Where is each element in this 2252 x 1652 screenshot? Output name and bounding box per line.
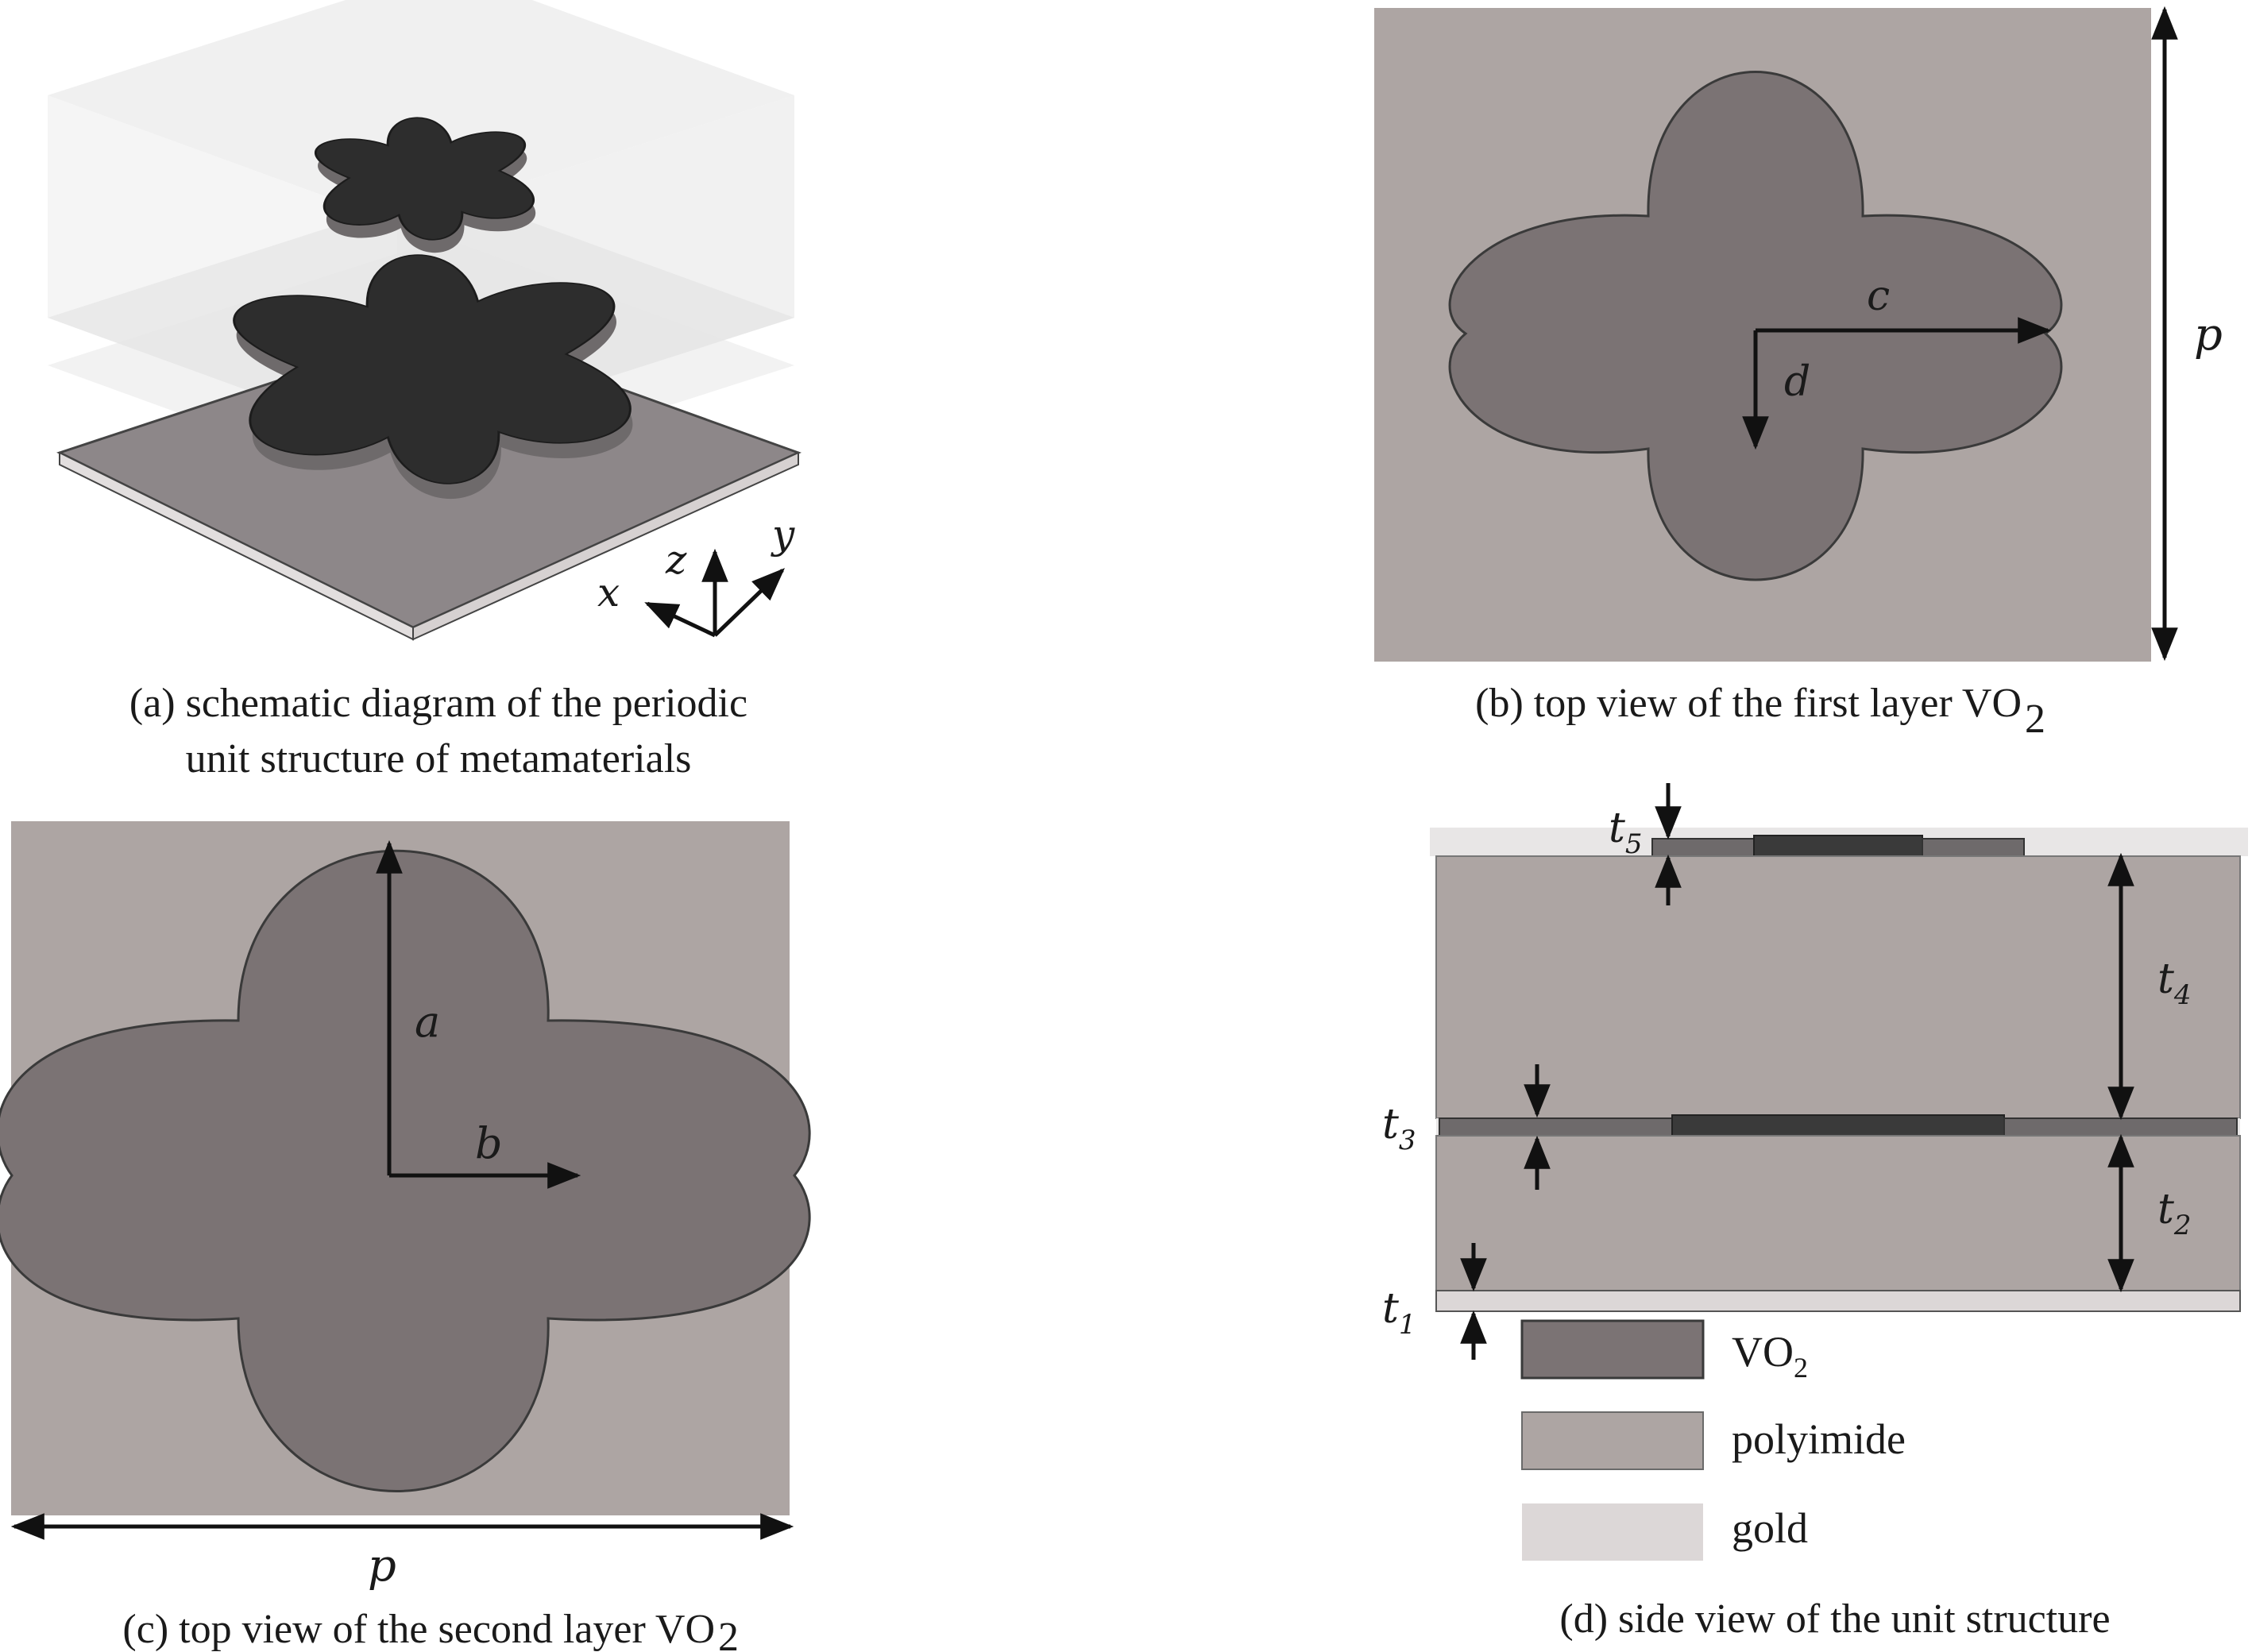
vo2-cross-c [0,849,811,1492]
vo2-mid-seg2 [1671,1114,2005,1138]
vo2-small-layer [314,117,536,253]
vo2-top-seg1 [1651,838,1755,857]
vo2-cross-b [1448,71,2063,581]
gold-layer [1435,1290,2241,1312]
legend-swatch-vo2 [1520,1319,1705,1380]
legend: VO2 polyimide gold [1520,1319,1906,1561]
label-d: d [1784,358,1810,406]
label-p-c: p [368,1540,396,1592]
legend-label-gold: gold [1732,1504,1808,1552]
label-p-b: p [2194,309,2223,361]
legend-label-polyimide: polyimide [1732,1415,1906,1463]
axis-y-label: y [771,511,795,558]
legend-swatch-polyimide [1521,1411,1704,1470]
vo2-top-seg3 [1922,838,2025,857]
axis-x-label: x [597,569,620,616]
label-a: a [415,997,440,1047]
caption-c: (c) top view of the second layer VO [122,1607,715,1652]
vo2-top-seg2 [1753,835,1923,857]
plane-top [48,0,794,222]
label-t3: t3 [1382,1101,1416,1156]
caption-b-sub: 2 [2025,697,2045,742]
panel-b-top-view-first-layer: c d p (b) top view of the first layer VO… [1374,6,2223,742]
panel-c-top-view-second-layer: a b p (c) top view of the second layer V… [0,821,811,1652]
polyimide-upper [1435,855,2241,1119]
panel-d-side-view: t5 t4 t3 t2 t1 VO2 polyimide gold (d) si… [1382,783,2248,1642]
vo2-large-layer [233,254,633,500]
axes-triad: z y x [597,511,795,638]
vo2-mid-seg3 [2003,1117,2238,1137]
caption-c-sub: 2 [718,1615,739,1652]
vo2-mid-seg1 [1439,1117,1673,1137]
base-plate-edge-right [412,451,799,641]
caption-a-line1: (a) schematic diagram of the periodic [129,681,747,726]
legend-swatch-gold [1522,1503,1703,1561]
label-c: c [1867,272,1890,320]
polyimide-lower [1435,1135,2241,1291]
label-t2: t2 [2157,1186,2192,1241]
label-t4: t4 [2157,955,2192,1011]
caption-d: (d) side view of the unit structure [1559,1596,2110,1642]
label-t5: t5 [1609,805,1643,860]
label-b: b [475,1118,503,1168]
label-t1: t1 [1382,1285,1416,1341]
caption-b: (b) top view of the first layer VO [1475,681,2022,726]
legend-label-vo2: VO2 [1732,1328,1808,1384]
caption-a-line2: unit structure of metamaterials [186,736,692,782]
axis-z-label: z [665,537,687,583]
panel-a-schematic: z y x (a) schematic diagram of the perio… [48,0,802,782]
